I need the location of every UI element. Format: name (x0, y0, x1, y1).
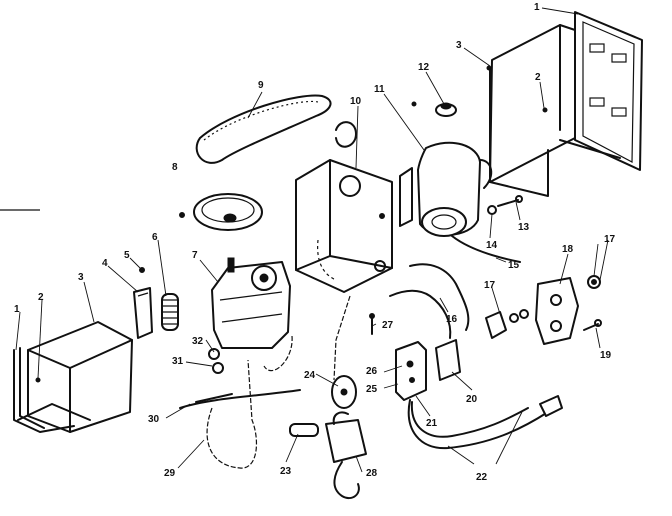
callout-26: 26 (366, 366, 378, 377)
callout-21: 21 (426, 418, 438, 429)
callout-13: 13 (518, 222, 530, 233)
callout-24: 24 (304, 370, 316, 381)
clip-5 (139, 267, 145, 273)
callout-9: 9 (258, 80, 264, 91)
screw-27 (369, 313, 375, 335)
power-cord-22 (407, 395, 563, 450)
callout-29: 29 (164, 468, 176, 479)
bracket-4 (133, 287, 153, 339)
callout-19: 19 (600, 350, 612, 361)
callout-20: 20 (466, 394, 478, 405)
screw-19 (583, 319, 602, 331)
callout-5: 5 (124, 250, 130, 261)
callout-12: 12 (418, 62, 430, 73)
callout-3: 3 (456, 40, 462, 51)
lever-30 (179, 348, 301, 409)
callout-14: 14 (486, 240, 498, 251)
callout-labels: 1 1 2 2 3 3 4 5 6 7 8 9 10 11 12 13 14 1… (14, 2, 616, 483)
callout-16: 16 (446, 314, 458, 325)
callout-4: 4 (102, 258, 108, 269)
callout-2: 2 (38, 292, 44, 303)
washer-14 (487, 205, 497, 215)
callout-1: 1 (14, 304, 20, 315)
screw-13 (497, 195, 523, 207)
cover-right (486, 11, 643, 197)
callout-17: 17 (604, 234, 616, 245)
callout-11: 11 (374, 84, 385, 95)
callout-8: 8 (172, 162, 178, 173)
callout-2: 2 (535, 72, 541, 83)
callout-25: 25 (366, 384, 378, 395)
roller-23 (289, 423, 319, 437)
cap-12 (411, 101, 457, 117)
callout-28: 28 (366, 468, 378, 479)
callout-6: 6 (152, 232, 158, 243)
hook-28 (325, 411, 367, 500)
callout-27: 27 (382, 320, 394, 331)
cover-left (13, 321, 133, 433)
leader-lines (15, 7, 609, 473)
switch-bracket-18 (535, 277, 579, 345)
callout-31: 31 (172, 356, 184, 367)
sprocket-24 (331, 375, 357, 409)
chain-left-29 (206, 359, 258, 469)
callout-23: 23 (280, 466, 292, 477)
housing-10 (295, 121, 393, 293)
callout-1: 1 (534, 2, 540, 13)
callout-10: 10 (350, 96, 362, 107)
switch-17 (485, 309, 529, 339)
callout-18: 18 (562, 244, 574, 255)
callout-17: 17 (484, 280, 496, 291)
pulley-8 (179, 193, 263, 231)
wire-harness-15-16 (389, 235, 521, 339)
spring-6 (161, 293, 179, 331)
control-box-21 (395, 341, 427, 401)
chain-right (263, 295, 351, 381)
callout-7: 7 (192, 250, 198, 261)
callout-15: 15 (508, 260, 520, 271)
belt-9 (195, 94, 332, 164)
callout-30: 30 (148, 414, 160, 425)
callout-3: 3 (78, 272, 84, 283)
motor-11 (399, 141, 493, 237)
callout-32: 32 (192, 336, 204, 347)
gearbox-7 (211, 257, 291, 349)
cover-plate-20 (435, 339, 461, 381)
nut-17 (587, 275, 601, 289)
callout-22: 22 (476, 472, 488, 483)
